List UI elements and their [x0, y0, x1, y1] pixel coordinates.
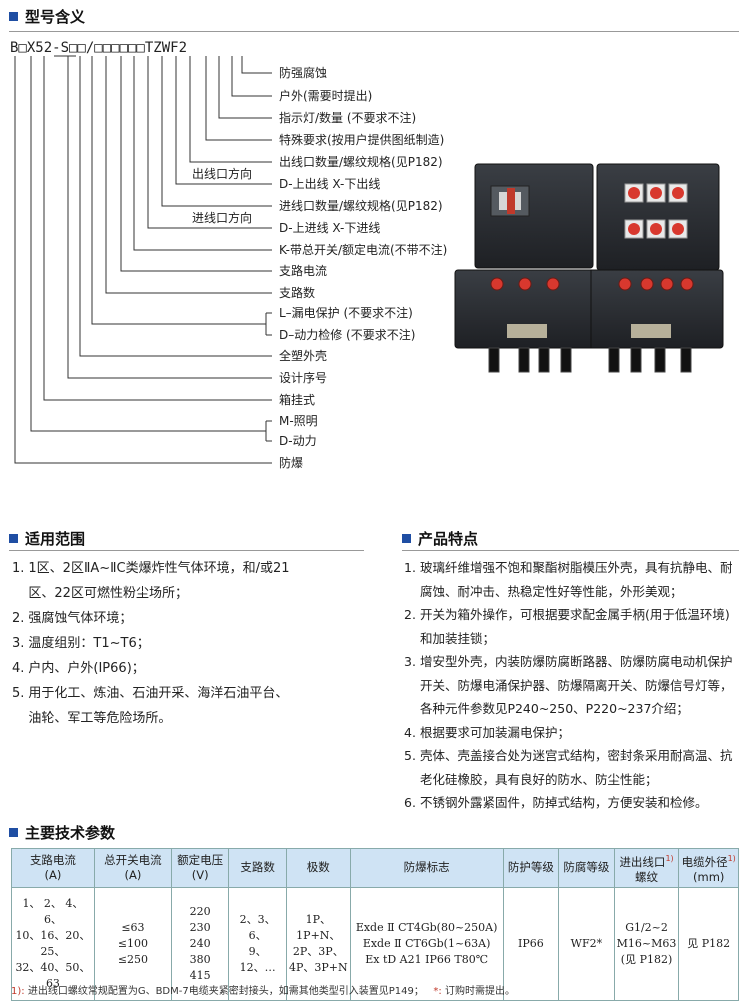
table-row: 1、 2、 4、 6、10、16、20、25、32、40、50、63 ≤63≤1…: [11, 886, 739, 1001]
table-header-cell: 进出线口1)螺纹: [613, 848, 680, 888]
list-item: 4.根据要求可加装漏电保护；: [404, 724, 570, 740]
divider: [9, 31, 739, 32]
list-item: 6.不锈钢外露紧固件，防掉式结构，方便安装和检修。: [404, 795, 708, 810]
table-header-row: 支路电流(A) 总开关电流(A) 额定电压(V) 支路数 极数 防爆标志 防护等…: [11, 848, 739, 888]
model-label: 户外(需要时提出): [279, 89, 373, 103]
model-label: D–动力检修 (不要求不注): [279, 328, 416, 342]
model-label: M-照明: [279, 414, 318, 428]
direction-label-out: 出线口方向: [192, 167, 253, 181]
table-cell: WF2*: [558, 886, 615, 1001]
section-specs-title: 主要技术参数: [9, 822, 115, 843]
model-label: D-上进线 X-下进线: [279, 221, 381, 235]
list-item: 3.温度组别：T1~T6；: [12, 636, 150, 651]
section-features-title: 产品特点: [402, 528, 478, 549]
square-bullet-icon: [9, 12, 18, 21]
model-label: 防强腐蚀: [279, 66, 328, 80]
spec-table: 支路电流(A) 总开关电流(A) 额定电压(V) 支路数 极数 防爆标志 防护等…: [11, 848, 739, 1001]
table-header-cell: 总开关电流(A): [93, 848, 172, 888]
table-header-cell: 支路数: [228, 848, 287, 888]
footnote: 1): 进出线口螺纹常规配置为G、BDM-7电缆夹紧密封接头，如需其他类型引入装…: [11, 982, 515, 997]
table-cell: 见 P182: [678, 886, 739, 1001]
model-label: 进线口数量/螺纹规格(见P182): [279, 199, 443, 213]
divider: [9, 550, 364, 551]
table-cell: 1P、1P+N、2P、3P、4P、3P+N: [285, 886, 351, 1001]
footnote-ref: 1): [665, 854, 674, 863]
model-label: L–漏电保护 (不要求不注): [279, 306, 413, 320]
scope-list: 1.1区、2区ⅡA~ⅡC类爆炸性气体环境，和/或21区、22区可燃性粉尘场所； …: [12, 556, 300, 731]
table-cell: ≤63≤100≤250: [93, 886, 172, 1001]
footnote-text: 订购时需提出。: [444, 986, 515, 997]
model-label: 设计序号: [279, 371, 328, 385]
model-label: 箱挂式: [279, 393, 316, 407]
section-scope-title: 适用范围: [9, 528, 85, 549]
table-cell: Exde Ⅱ CT4Gb(80~250A)Exde Ⅱ CT6Gb(1~63A)…: [349, 886, 504, 1001]
model-leader-lines: [14, 55, 272, 464]
model-label: 指示灯/数量 (不要求不注): [279, 111, 417, 125]
direction-label-in: 进线口方向: [192, 211, 253, 225]
model-label: 特殊要求(按用户提供图纸制造): [279, 133, 445, 147]
table-header-cell: 防腐等级: [558, 848, 615, 888]
table-cell: IP66: [502, 886, 560, 1001]
footnote-mark: *:: [433, 986, 442, 997]
section-model-title: 型号含义: [9, 6, 85, 27]
model-label: 出线口数量/螺纹规格(见P182): [279, 155, 443, 169]
list-item: 5.壳体、壳盖接合处为迷宫式结构，密封条采用耐高温、抗老化硅橡胶，具有良好的防水…: [404, 748, 733, 787]
table-header-cell: 防护等级: [502, 848, 560, 888]
model-label: 支路数: [279, 286, 316, 300]
table-header-cell: 极数: [285, 848, 351, 888]
table-header-cell: 额定电压(V): [170, 848, 230, 888]
model-label: D-上出线 X-下出线: [279, 177, 381, 191]
footnote-ref: 1): [727, 854, 736, 863]
list-item: 1.1区、2区ⅡA~ⅡC类爆炸性气体环境，和/或21区、22区可燃性粉尘场所；: [12, 561, 290, 601]
model-label: 全塑外壳: [279, 349, 328, 363]
table-header-cell: 支路电流(A): [11, 848, 95, 888]
model-label: D-动力: [279, 434, 317, 448]
square-bullet-icon: [402, 534, 411, 543]
square-bullet-icon: [9, 534, 18, 543]
model-label: K-带总开关/额定电流(不带不注): [279, 243, 448, 257]
table-header-cell: 防爆标志: [349, 848, 504, 888]
product-image: [454, 163, 724, 373]
model-code: B□X52-S□□/□□□□□□TZWF2: [10, 40, 188, 56]
list-item: 3.增安型外壳，内装防爆防腐断路器、防爆防腐电动机保护开关、防爆电涌保护器、防爆…: [404, 654, 733, 716]
table-cell: 1、 2、 4、 6、10、16、20、25、32、40、50、63: [11, 886, 95, 1001]
table-header-cell: 电缆外径1)(mm): [678, 848, 739, 888]
list-item: 5.用于化工、炼油、石油开采、海洋石油平台、油轮、军工等危险场所。: [12, 686, 289, 726]
list-item: 2.强腐蚀气体环境；: [12, 611, 133, 626]
list-item: 2.开关为箱外操作，可根据要求配金属手柄(用于低温环境)和加装挂锁；: [404, 607, 730, 646]
footnote-text: 进出线口螺纹常规配置为G、BDM-7电缆夹紧密封接头，如需其他类型引入装置见P1…: [27, 986, 424, 997]
table-cell: 2、3、6、9、12、…: [228, 886, 287, 1001]
footnote-mark: 1):: [11, 986, 25, 997]
model-label: 防爆: [279, 456, 304, 470]
model-label: 支路电流: [279, 264, 328, 278]
divider: [402, 550, 739, 551]
list-item: 4.户内、户外(IP66)；: [12, 661, 145, 676]
square-bullet-icon: [9, 828, 18, 837]
features-list: 1.玻璃纤维增强不饱和聚酯树脂模压外壳，具有抗静电、耐腐蚀、耐冲击、热稳定性好等…: [404, 556, 742, 815]
list-item: 1.玻璃纤维增强不饱和聚酯树脂模压外壳，具有抗静电、耐腐蚀、耐冲击、热稳定性好等…: [404, 560, 733, 599]
